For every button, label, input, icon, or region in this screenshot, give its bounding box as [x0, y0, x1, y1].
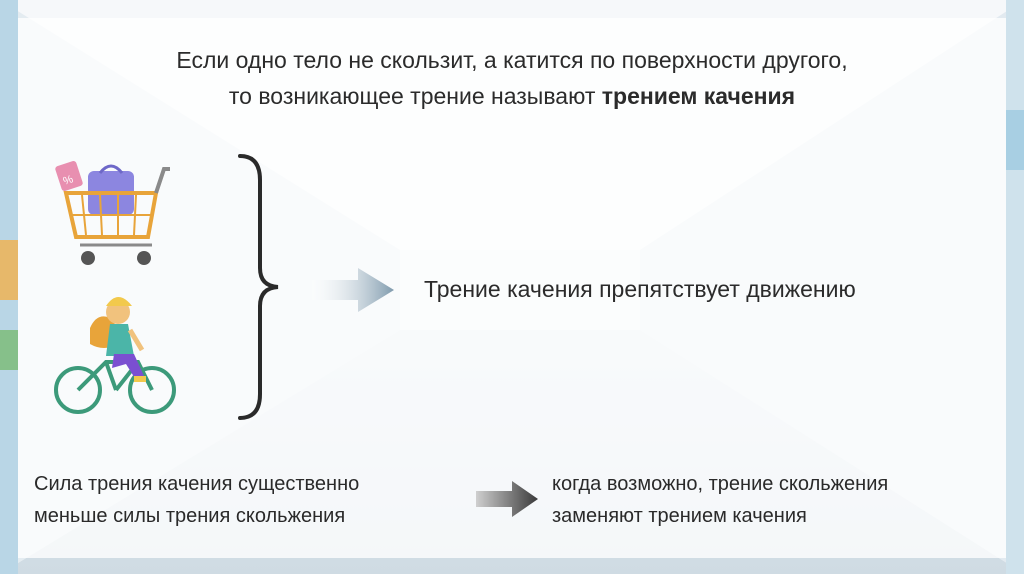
right-arrow-icon: [476, 481, 538, 517]
shopping-cart-icon: %: [55, 161, 170, 265]
cyclist-icon: [54, 297, 176, 414]
heading-line-1: Если одно тело не скользит, а катится по…: [176, 47, 848, 73]
svg-text:%: %: [62, 173, 75, 188]
left-statement-line-1: Сила трения качения существенно: [34, 473, 360, 495]
slide-heading: Если одно тело не скользит, а катится по…: [40, 42, 984, 114]
right-statement: когда возможно, трение скольжения заменя…: [552, 468, 1002, 532]
right-brace-icon: [238, 154, 279, 420]
content-panel: [18, 18, 1006, 558]
left-statement: Сила трения качения существенно меньше с…: [34, 468, 464, 532]
heading-line-2-text: то возникающее трение называют: [228, 83, 602, 109]
heading-line-2: то возникающее трение называют трением к…: [40, 78, 984, 114]
left-statement-line-2: меньше силы трения скольжения: [34, 505, 346, 527]
heading-bold-term: трением качения: [601, 83, 796, 109]
main-statement: Трение качения препятствует движению: [424, 276, 856, 302]
right-statement-line-1: когда возможно, трение скольжения: [552, 473, 889, 495]
right-arrow-icon: [312, 268, 394, 312]
right-statement-line-2: заменяют трением качения: [552, 505, 807, 527]
